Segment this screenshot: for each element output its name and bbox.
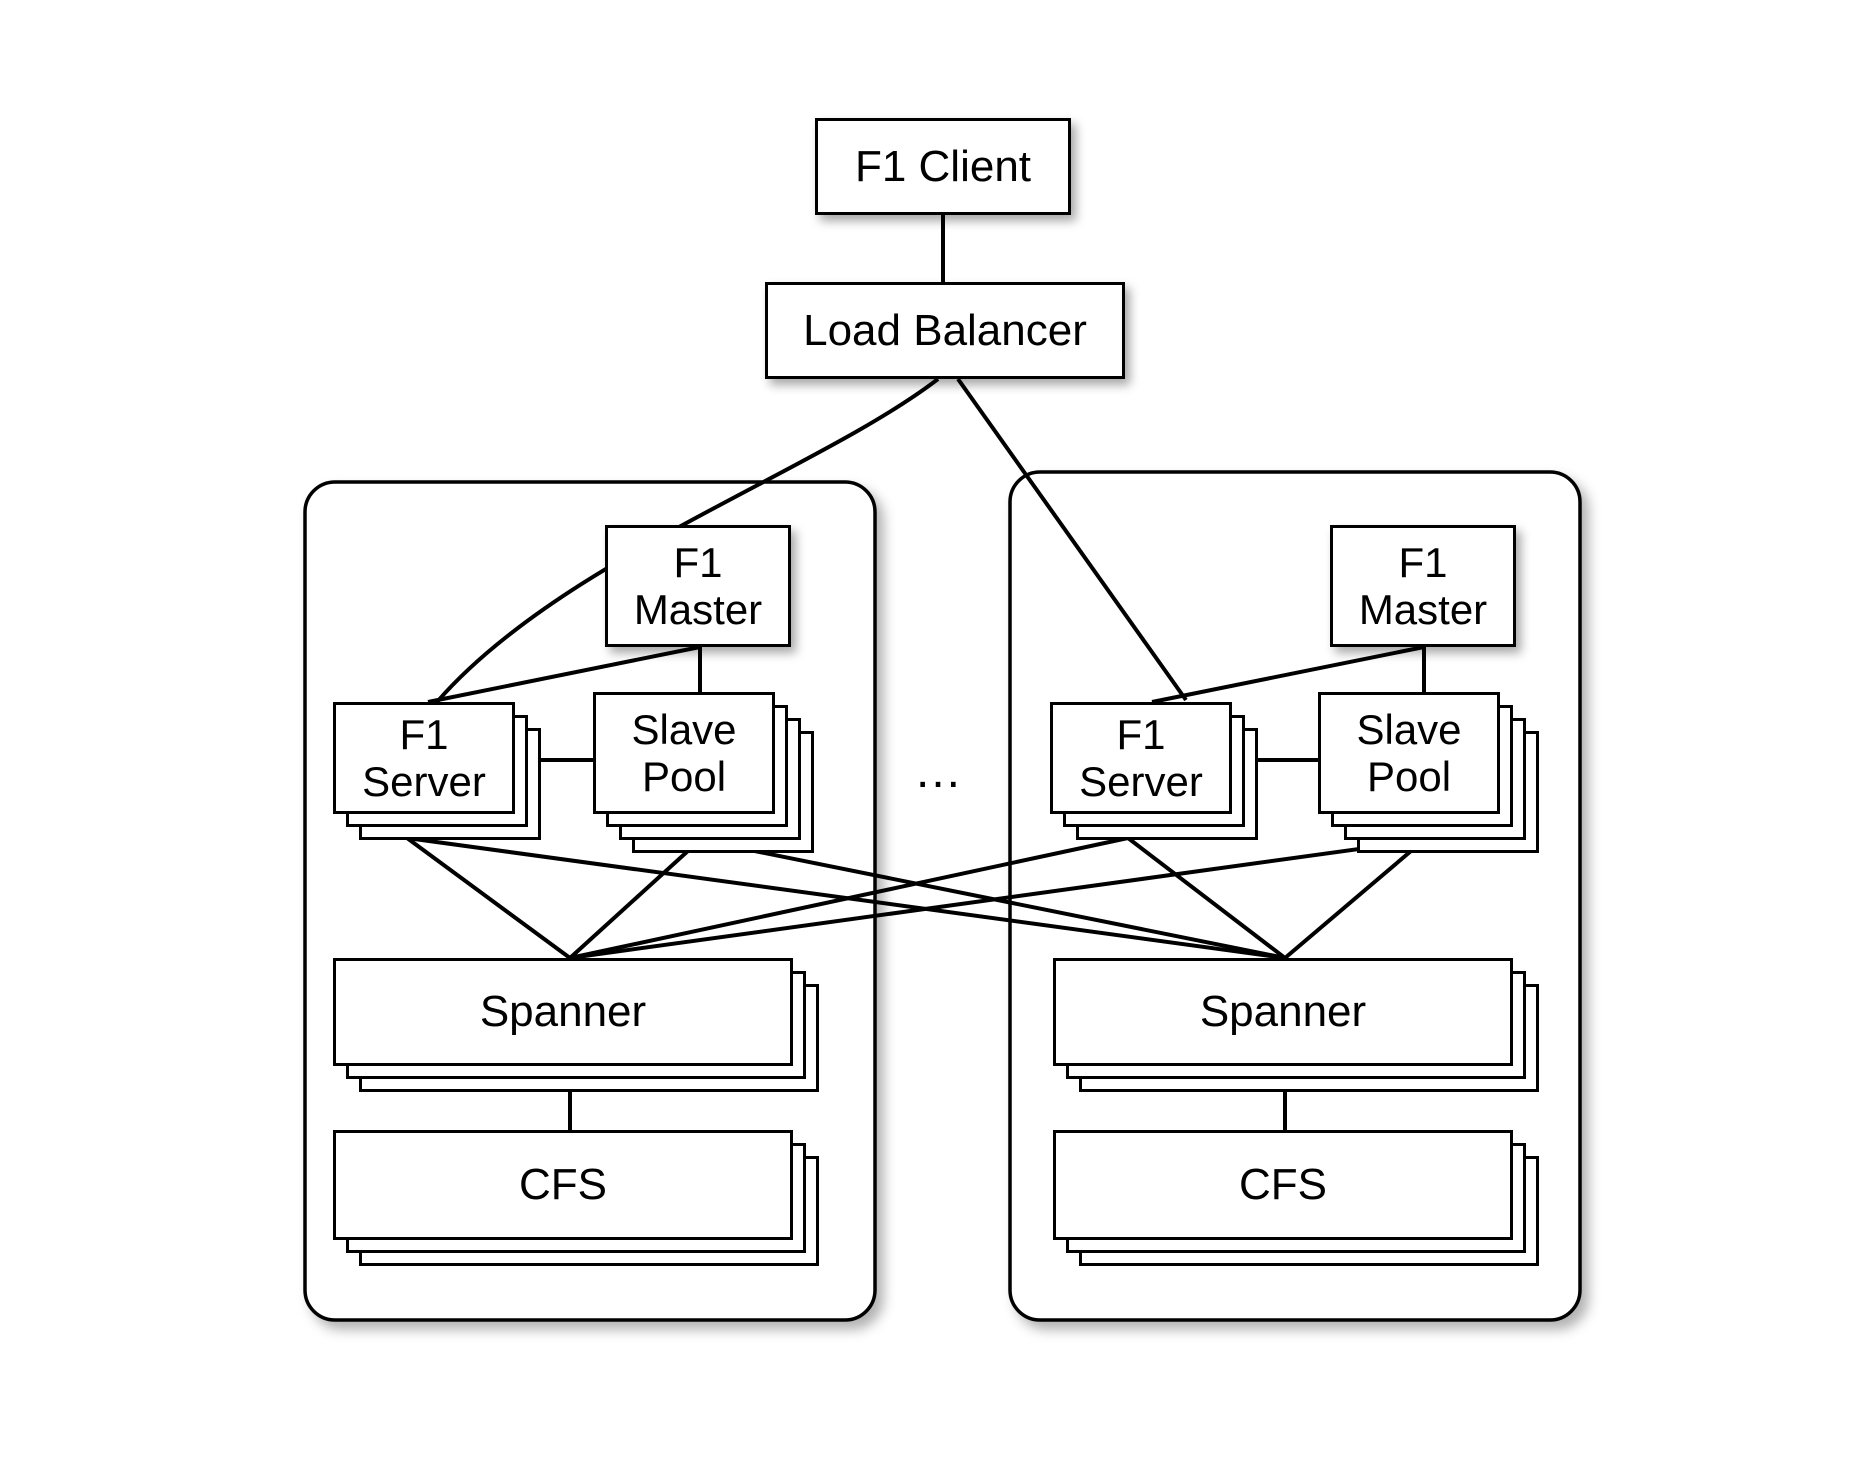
node-cluster-right-spanner-stack[interactable]: Spanner [1053, 958, 1539, 1092]
edge-right-master-to-server [1151, 645, 1425, 704]
node-load-balancer[interactable]: Load Balancer [765, 282, 1125, 379]
edge-right-slavepool-to-left-spanner [569, 838, 1425, 960]
node-cluster-left-master[interactable]: F1 Master [605, 525, 791, 647]
node-cluster-left-server-stack[interactable]: F1 Server [333, 702, 541, 840]
node-cluster-left-cfs-stack[interactable]: CFS [333, 1130, 819, 1266]
edge-left-master-to-server [427, 645, 701, 704]
edge-right-server-to-right-spanner [1126, 836, 1287, 960]
node-f1-client[interactable]: F1 Client [815, 118, 1071, 215]
node-cluster-left-slave-pool[interactable]: Slave Pool [593, 692, 775, 814]
node-cluster-left-spanner-stack[interactable]: Spanner [333, 958, 819, 1092]
node-cluster-right-server[interactable]: F1 Server [1050, 702, 1232, 814]
node-cluster-right-cfs[interactable]: CFS [1053, 1130, 1513, 1240]
node-cluster-left-server[interactable]: F1 Server [333, 702, 515, 814]
edge-left-slavepool-to-left-spanner [568, 838, 702, 960]
node-cluster-left-cfs[interactable]: CFS [333, 1130, 793, 1240]
edge-balancer-to-right-server [956, 377, 1188, 702]
node-cluster-left-slave-pool-stack[interactable]: Slave Pool [593, 692, 814, 853]
edge-left-server-to-left-spanner [405, 836, 572, 960]
cluster-separator-ellipsis: ... [916, 745, 963, 798]
node-cluster-right-slave-pool[interactable]: Slave Pool [1318, 692, 1500, 814]
edge-right-slavepool-to-right-spanner [1283, 838, 1426, 960]
edge-balancer-to-left-server [435, 377, 940, 704]
node-cluster-left-spanner[interactable]: Spanner [333, 958, 793, 1066]
node-cluster-right-master[interactable]: F1 Master [1330, 525, 1516, 647]
edge-right-server-to-left-spanner [569, 836, 1129, 960]
node-cluster-right-server-stack[interactable]: F1 Server [1050, 702, 1258, 840]
node-cluster-right-slave-pool-stack[interactable]: Slave Pool [1318, 692, 1539, 853]
node-cluster-right-spanner[interactable]: Spanner [1053, 958, 1513, 1066]
node-cluster-right-cfs-stack[interactable]: CFS [1053, 1130, 1539, 1266]
